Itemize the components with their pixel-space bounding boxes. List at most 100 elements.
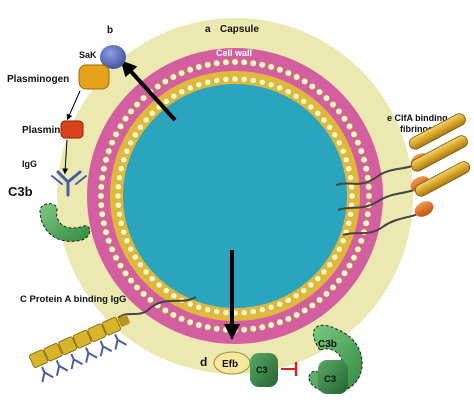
membrane-bead (267, 321, 275, 329)
membrane-bead (364, 210, 372, 218)
label-b-letter: b (107, 25, 113, 36)
membrane-bead (331, 131, 339, 139)
membrane-bead (258, 61, 266, 69)
membrane-bead (293, 311, 300, 319)
membrane-bead (133, 101, 141, 108)
membrane-bead (140, 94, 147, 102)
protein-a-chain (28, 314, 130, 383)
membrane-bead (329, 284, 337, 291)
membrane-bead (240, 76, 248, 83)
membrane-bead (147, 296, 154, 304)
membrane-bead (178, 69, 185, 77)
membrane-bead (117, 220, 125, 227)
c3b-fragment-left (39, 203, 91, 242)
membrane-bead (357, 237, 365, 245)
igg-antibody-bound (70, 353, 83, 370)
sak-release-arrow (120, 60, 177, 122)
membrane-bead (362, 219, 370, 227)
membrane-bead (357, 147, 365, 155)
membrane-bead (339, 237, 347, 245)
membrane-bead (341, 115, 348, 123)
membrane-beads-inner (114, 75, 356, 317)
membrane-bead (323, 290, 330, 298)
membrane-bead (314, 109, 322, 117)
membrane-bead (142, 116, 150, 124)
membrane-bead (307, 103, 315, 111)
membrane-bead (186, 66, 194, 74)
membrane-bead (133, 284, 141, 291)
membrane-bead (170, 311, 177, 319)
membrane-bead (98, 174, 106, 182)
membrane-bead (213, 77, 220, 84)
membrane-bead (155, 281, 163, 289)
membrane-bead (346, 123, 353, 130)
membrane-bead (116, 210, 123, 218)
label-capsule-letter: a (205, 24, 211, 35)
membrane-bead (316, 88, 323, 96)
membrane-bead (267, 81, 275, 89)
label-clfa-line2: fibrinogen (400, 124, 444, 134)
membrane-bead (98, 183, 105, 191)
protein-a-domain (72, 330, 92, 349)
membrane-bead (329, 101, 337, 108)
membrane-bead (122, 115, 129, 123)
membrane-bead (186, 300, 194, 308)
membrane-bead (127, 277, 135, 284)
membrane-bead (231, 58, 239, 66)
membrane-bead (347, 174, 354, 181)
membrane-bead (195, 81, 203, 89)
membrane-bead (285, 315, 292, 323)
membrane-bead (120, 228, 128, 236)
membrane-bead (284, 88, 292, 96)
membrane-bead (258, 323, 266, 331)
membrane-bead (276, 66, 284, 74)
igg-antibody-bound (85, 347, 98, 363)
membrane-bead (364, 174, 372, 182)
label-c3b-right: C3b (318, 339, 337, 350)
plasminogen-protein (78, 64, 110, 90)
membrane-bead (320, 116, 328, 124)
membrane-bead (195, 63, 203, 71)
membrane-bead (240, 309, 248, 316)
membrane-bead (222, 309, 230, 316)
membrane-bead (307, 281, 315, 289)
membrane-bead (204, 306, 211, 314)
membrane-bead (178, 315, 185, 323)
membrane-bead (292, 92, 300, 100)
membrane-bead (365, 192, 373, 200)
membrane-bead (131, 253, 139, 261)
membrane-bead (300, 287, 308, 294)
membrane-bead (195, 303, 203, 311)
membrane-bead (204, 61, 212, 69)
membrane-bead (365, 183, 372, 191)
membrane-bead (249, 308, 257, 315)
membrane-bead (105, 147, 113, 155)
label-c3-right: C3 (324, 374, 336, 385)
membrane-bead (117, 123, 124, 130)
membrane-bead (259, 78, 266, 86)
membrane-bead (335, 277, 343, 284)
c3-small-protein (250, 353, 278, 387)
membrane-bead (354, 139, 362, 146)
membrane-bead (308, 83, 316, 90)
membrane-bead (120, 156, 128, 164)
membrane-bead (213, 325, 221, 333)
membrane-bead (350, 254, 358, 261)
membrane-bead (267, 63, 275, 71)
membrane-bead (123, 237, 131, 245)
membrane-bead (117, 262, 124, 269)
membrane-bead (154, 83, 162, 90)
membrane-bead (331, 253, 339, 261)
membrane-bead (170, 73, 177, 81)
plasminogen-to-plasmin-arrow (66, 90, 81, 121)
membrane-bead (316, 296, 323, 304)
membrane-bead (102, 228, 110, 236)
membrane-bead (178, 88, 186, 96)
igg-antibody-bound (99, 340, 113, 357)
membrane-bead (98, 201, 105, 209)
membrane-bead (108, 246, 116, 253)
membrane-bead (240, 59, 248, 66)
membrane-bead (115, 201, 122, 209)
membrane-bead (240, 326, 248, 333)
